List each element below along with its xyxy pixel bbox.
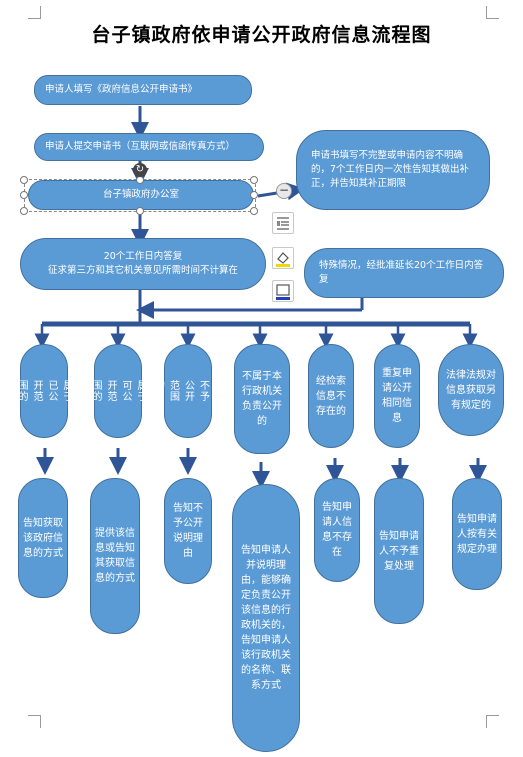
rotate-handle-icon[interactable]: ↻ bbox=[133, 163, 147, 177]
outcome-no-repeat[interactable]: 告知申请人不予重复处理 bbox=[374, 478, 424, 624]
outcome-label: 告知申请人并说明理由，能够确定负责公开该信息的行政机关的，告知申请人该行政机关的… bbox=[241, 545, 291, 691]
outcome-inform-access-method[interactable]: 告知获取该政府信息的方式 bbox=[18, 478, 68, 598]
category-not-exist[interactable]: 经检索信息不存在的 bbox=[308, 344, 354, 448]
diagram-title: 台子镇政府依申请公开政府信息流程图 bbox=[91, 24, 432, 46]
resize-handle[interactable] bbox=[250, 207, 258, 215]
side-label: 特殊情况，经批准延长20个工作日内答复 bbox=[319, 260, 484, 285]
fill-color-icon[interactable] bbox=[272, 247, 294, 269]
side-incomplete-application[interactable]: 申请书填写不完整或申请内容不明确的，7个工作日内一次性告知其做出补正，并告知其补… bbox=[296, 130, 490, 210]
resize-handle[interactable] bbox=[20, 191, 28, 199]
outcome-refuse-reason[interactable]: 告知不予公开说明理由 bbox=[164, 478, 212, 584]
step-label: 申请人提交申请书（互联网或信函传真方式） bbox=[45, 141, 236, 152]
category-label: 经检索信息不存在的 bbox=[316, 375, 346, 417]
outcome-label: 告知获取该政府信息的方式 bbox=[23, 517, 63, 559]
step-label: 20个工作日内答复 征求第三方和其它机关意见所需时间不计算在 bbox=[47, 251, 238, 276]
page-corner-mark bbox=[28, 6, 41, 19]
layout-options-icon[interactable] bbox=[272, 212, 294, 234]
outcome-label: 告知申请人不予重复处理 bbox=[379, 530, 419, 572]
category-repeat-request[interactable]: 重复申请公开相同信息 bbox=[374, 344, 420, 448]
outcome-refer-agency[interactable]: 告知申请人并说明理由，能够确定负责公开该信息的行政机关的，告知申请人该行政机关的… bbox=[232, 484, 300, 752]
category-label: 不属于本行政机关负责公开的 bbox=[242, 371, 282, 427]
step-label: 台子镇政府办公室 bbox=[102, 189, 179, 200]
outcome-label: 告知申请人信息不存在 bbox=[322, 502, 352, 558]
resize-handle[interactable] bbox=[250, 176, 258, 184]
category-already-public[interactable]: 属于 已公 开范 围的 bbox=[16, 344, 72, 438]
page-corner-mark bbox=[486, 6, 499, 19]
resize-handle[interactable] bbox=[20, 176, 28, 184]
outcome-label: 告知不予公开说明理由 bbox=[173, 503, 203, 559]
step-label: 申请人填写《政府信息公开申请书》 bbox=[45, 84, 198, 95]
step-reply-deadline[interactable]: 20个工作日内答复 征求第三方和其它机关意见所需时间不计算在 bbox=[20, 238, 266, 290]
category-label: 属于 可公 开范 围的 bbox=[90, 380, 146, 402]
outcome-info-not-exist[interactable]: 告知申请人信息不存在 bbox=[314, 478, 360, 582]
category-can-be-public[interactable]: 属于 可公 开范 围的 bbox=[90, 344, 146, 438]
category-label: 属于 已公 开范 围的 bbox=[16, 380, 72, 402]
resize-handle[interactable] bbox=[136, 207, 144, 215]
category-label: 属于 不予 公开 范围 的 bbox=[152, 380, 224, 402]
category-label: 重复申请公开相同信息 bbox=[382, 368, 412, 424]
category-other-agency[interactable]: 不属于本行政机关负责公开的 bbox=[234, 344, 290, 454]
outcome-label: 提供该信息或告知其获取信息的方式 bbox=[95, 528, 135, 584]
side-label: 申请书填写不完整或申请内容不明确的，7个工作日内一次性告知其做出补正，并告知其补… bbox=[311, 150, 470, 189]
page-corner-mark bbox=[486, 715, 499, 728]
category-not-public[interactable]: 属于 不予 公开 范围 的 bbox=[153, 344, 224, 438]
page-corner-mark bbox=[28, 715, 41, 728]
resize-handle[interactable] bbox=[20, 207, 28, 215]
outcome-handle-by-regulation[interactable]: 告知申请人按有关规定办理 bbox=[452, 478, 502, 590]
shape-outline-icon[interactable] bbox=[272, 280, 294, 302]
step-township-office[interactable]: 台子镇政府办公室 bbox=[28, 180, 254, 210]
outcome-label: 告知申请人按有关规定办理 bbox=[457, 513, 497, 555]
collapse-minus-icon[interactable]: − bbox=[276, 183, 292, 199]
resize-handle[interactable] bbox=[250, 191, 258, 199]
category-label: 法律法规对信息获取另有规定的 bbox=[446, 369, 496, 411]
category-other-regulations[interactable]: 法律法规对信息获取另有规定的 bbox=[438, 344, 504, 436]
side-special-extension[interactable]: 特殊情况，经批准延长20个工作日内答复 bbox=[304, 248, 504, 298]
step-fill-application[interactable]: 申请人填写《政府信息公开申请书》 bbox=[34, 75, 252, 105]
outcome-provide-info[interactable]: 提供该信息或告知其获取信息的方式 bbox=[90, 478, 140, 634]
step-submit-application[interactable]: 申请人提交申请书（互联网或信函传真方式） bbox=[34, 133, 264, 161]
resize-handle[interactable] bbox=[136, 176, 144, 184]
